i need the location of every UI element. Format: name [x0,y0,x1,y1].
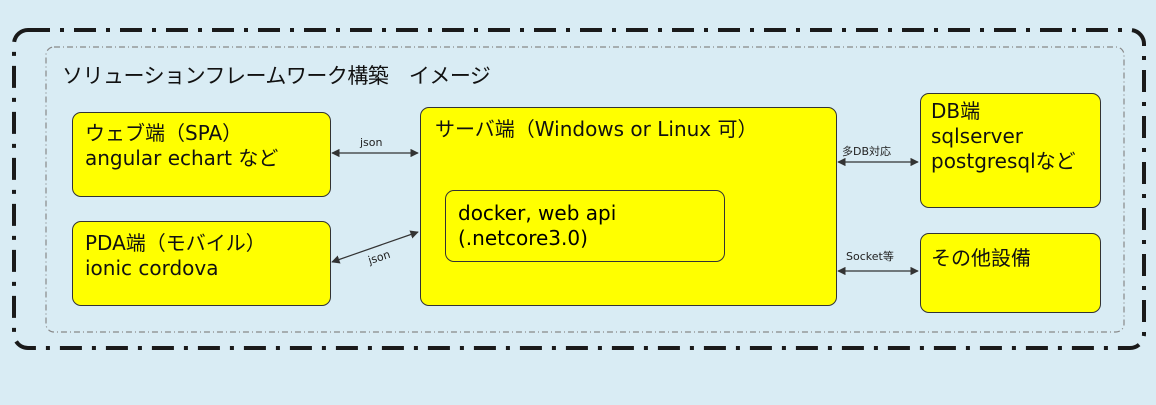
edge-label-web-server: json [360,136,383,149]
node-db: DB端 sqlserver postgresqlなど [920,93,1101,208]
node-web: ウェブ端（SPA） angular echart など [72,112,331,197]
diagram-title: ソリューションフレームワーク構築 イメージ [62,64,491,88]
inner-frame [45,46,1125,333]
node-web-line2: angular echart など [85,146,279,170]
edge-label-server-other: Socket等 [846,250,894,263]
node-pda: PDA端（モバイル） ionic cordova [72,221,331,306]
node-db-line1: DB端 [931,99,981,123]
node-web-line1: ウェブ端（SPA） [85,121,243,145]
edge-label-server-db: 多DB対応 [842,145,892,158]
edge-pda-server [331,230,419,264]
node-db-line3: postgresqlなど [931,149,1076,173]
node-db-line2: sqlserver [931,124,1023,148]
node-server-title: サーバ端（Windows or Linux 可） [435,117,758,141]
node-server-inner: docker, web api (.netcore3.0) [445,190,725,262]
node-other: その他設備 [920,233,1101,313]
node-other-line1: その他設備 [931,246,1031,270]
node-pda-line2: ionic cordova [85,256,219,280]
outer-frame [12,28,1146,350]
node-pda-line1: PDA端（モバイル） [85,231,266,255]
node-server-inner-line1: docker, web api [458,201,617,225]
node-server-inner-line2: (.netcore3.0) [458,226,588,250]
